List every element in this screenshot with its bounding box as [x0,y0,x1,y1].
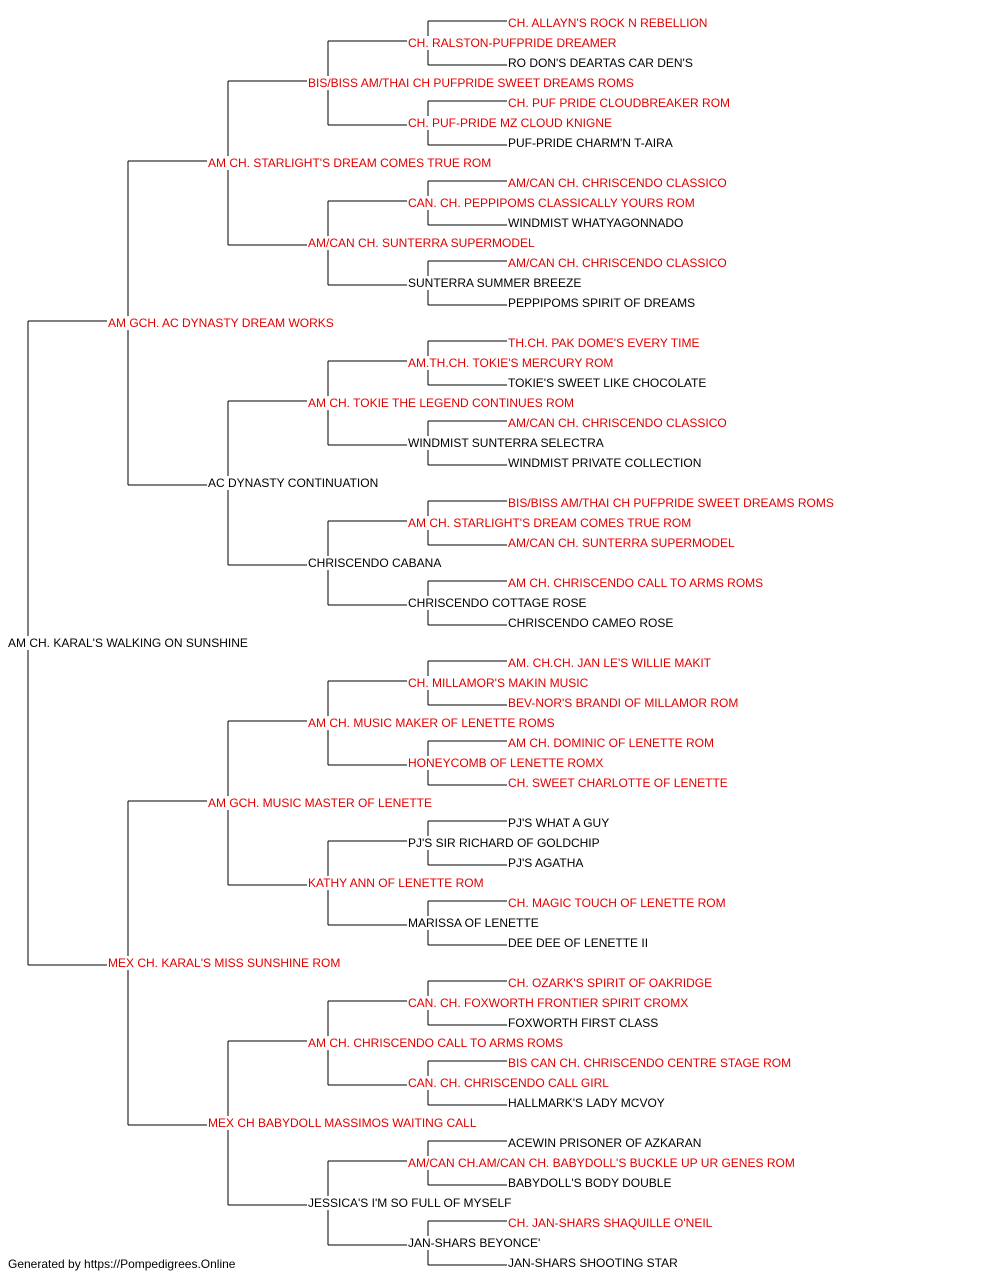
pedigree-node-gen5-59: BABYDOLL'S BODY DOUBLE [507,1176,673,1190]
pedigree-node-gen2-48: MEX CH BABYDOLL MASSIMOS WAITING CALL [207,1116,478,1130]
pedigree-node-gen5-15: AM/CAN CH. CHRISCENDO CLASSICO [507,256,728,270]
pedigree-node-gen5-58: ACEWIN PRISONER OF AZKARAN [507,1136,703,1150]
pedigree-node-gen4-38: HONEYCOMB OF LENETTE ROMX [407,756,605,770]
pedigree-node-gen4-60: JAN-SHARS BEYONCE' [407,1236,542,1250]
pedigree-node-gen5-13: WINDMIST WHATYAGONNADO [507,216,685,230]
pedigree-node-gen2-33: AM GCH. MUSIC MASTER OF LENETTE [207,796,434,810]
pedigree-node-gen2-2: AM CH. STARLIGHT'S DREAM COMES TRUE ROM [207,156,493,170]
pedigree-node-gen3-56: JESSICA'S I'M SO FULL OF MYSELF [307,1196,513,1210]
pedigree-node-gen5-30: AM CH. CHRISCENDO CALL TO ARMS ROMS [507,576,765,590]
pedigree-node-gen4-57: AM/CAN CH.AM/CAN CH. BABYDOLL'S BUCKLE U… [407,1156,796,1170]
pedigree-node-gen5-9: PUF-PRIDE CHARM'N T-AIRA [507,136,674,150]
pedigree-node-gen5-39: AM CH. DOMINIC OF LENETTE ROM [507,736,716,750]
pedigree-node-gen4-4: CH. RALSTON-PUFPRIDE DREAMER [407,36,618,50]
pedigree-node-gen5-54: BIS CAN CH. CHRISCENDO CENTRE STAGE ROM [507,1056,793,1070]
pedigree-node-gen1-32: MEX CH. KARAL'S MISS SUNSHINE ROM [107,956,342,970]
pedigree-node-gen5-44: PJ'S AGATHA [507,856,585,870]
pedigree-node-gen5-8: CH. PUF PRIDE CLOUDBREAKER ROM [507,96,732,110]
pedigree-node-gen5-43: PJ'S WHAT A GUY [507,816,611,830]
pedigree-node-gen5-46: CH. MAGIC TOUCH OF LENETTE ROM [507,896,727,910]
pedigree-node-gen4-35: CH. MILLAMOR'S MAKIN MUSIC [407,676,590,690]
pedigree-node-gen5-20: TH.CH. PAK DOME'S EVERY TIME [507,336,701,350]
pedigree-node-gen4-45: MARISSA OF LENETTE [407,916,540,930]
pedigree-node-gen4-29: CHRISCENDO COTTAGE ROSE [407,596,588,610]
pedigree-node-gen4-26: AM CH. STARLIGHT'S DREAM COMES TRUE ROM [407,516,693,530]
generated-by-footer: Generated by https://Pompedigrees.Online [8,1257,236,1271]
pedigree-node-gen5-16: PEPPIPOMS SPIRIT OF DREAMS [507,296,697,310]
pedigree-node-gen5-37: BEV-NOR'S BRANDI OF MILLAMOR ROM [507,696,740,710]
pedigree-node-gen5-23: AM/CAN CH. CHRISCENDO CLASSICO [507,416,728,430]
pedigree-node-gen3-18: AM CH. TOKIE THE LEGEND CONTINUES ROM [307,396,576,410]
pedigree-node-gen5-24: WINDMIST PRIVATE COLLECTION [507,456,703,470]
pedigree-node-gen3-3: BIS/BISS AM/THAI CH PUFPRIDE SWEET DREAM… [307,76,635,90]
pedigree-node-gen5-21: TOKIE'S SWEET LIKE CHOCOLATE [507,376,708,390]
pedigree-node-gen5-31: CHRISCENDO CAMEO ROSE [507,616,675,630]
pedigree-node-gen4-22: WINDMIST SUNTERRA SELECTRA [407,436,605,450]
pedigree-node-gen5-62: JAN-SHARS SHOOTING STAR [507,1256,679,1270]
pedigree-node-gen5-61: CH. JAN-SHARS SHAQUILLE O'NEIL [507,1216,714,1230]
pedigree-node-gen5-47: DEE DEE OF LENETTE II [507,936,650,950]
pedigree-node-gen5-28: AM/CAN CH. SUNTERRA SUPERMODEL [507,536,736,550]
pedigree-node-gen5-12: AM/CAN CH. CHRISCENDO CLASSICO [507,176,728,190]
pedigree-node-gen5-6: RO DON'S DEARTAS CAR DEN'S [507,56,694,70]
pedigree-node-gen4-53: CAN. CH. CHRISCENDO CALL GIRL [407,1076,610,1090]
pedigree-node-gen5-51: CH. OZARK'S SPIRIT OF OAKRIDGE [507,976,714,990]
pedigree-node-gen4-14: SUNTERRA SUMMER BREEZE [407,276,583,290]
pedigree-node-gen5-27: BIS/BISS AM/THAI CH PUFPRIDE SWEET DREAM… [507,496,835,510]
pedigree-node-gen4-11: CAN. CH. PEPPIPOMS CLASSICALLY YOURS ROM [407,196,696,210]
pedigree-node-gen2-17: AC DYNASTY CONTINUATION [207,476,380,490]
pedigree-node-gen5-36: AM. CH.CH. JAN LE'S WILLIE MAKIT [507,656,712,670]
pedigree-node-gen3-10: AM/CAN CH. SUNTERRA SUPERMODEL [307,236,536,250]
pedigree-node-gen3-41: KATHY ANN OF LENETTE ROM [307,876,485,890]
pedigree-node-gen3-34: AM CH. MUSIC MAKER OF LENETTE ROMS [307,716,556,730]
pedigree-node-gen4-7: CH. PUF-PRIDE MZ CLOUD KNIGNE [407,116,614,130]
pedigree-node-gen4-50: CAN. CH. FOXWORTH FRONTIER SPIRIT CROMX [407,996,690,1010]
pedigree-node-gen5-52: FOXWORTH FIRST CLASS [507,1016,660,1030]
pedigree-node-gen0-0: AM CH. KARAL'S WALKING ON SUNSHINE [7,636,249,650]
pedigree-node-gen3-25: CHRISCENDO CABANA [307,556,443,570]
pedigree-node-gen4-42: PJ'S SIR RICHARD OF GOLDCHIP [407,836,601,850]
pedigree-node-gen3-49: AM CH. CHRISCENDO CALL TO ARMS ROMS [307,1036,565,1050]
pedigree-node-gen5-40: CH. SWEET CHARLOTTE OF LENETTE [507,776,729,790]
pedigree-node-gen5-55: HALLMARK'S LADY MCVOY [507,1096,666,1110]
pedigree-node-gen5-5: CH. ALLAYN'S ROCK N REBELLION [507,16,709,30]
pedigree-node-gen1-1: AM GCH. AC DYNASTY DREAM WORKS [107,316,335,330]
pedigree-node-gen4-19: AM.TH.CH. TOKIE'S MERCURY ROM [407,356,615,370]
